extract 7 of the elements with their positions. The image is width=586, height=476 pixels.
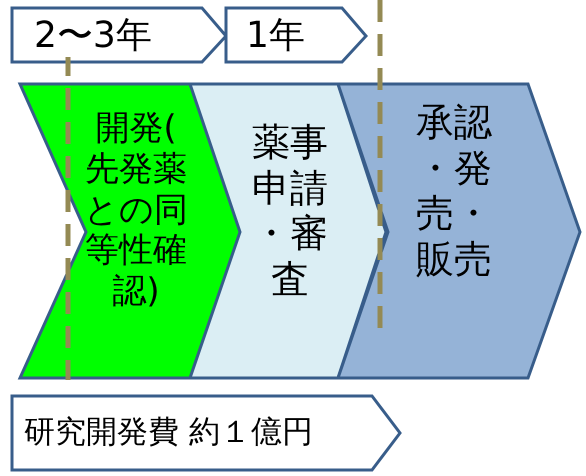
process-step [338,84,582,380]
cost-banner [12,396,402,472]
process-step [20,84,242,380]
period-banner [226,8,368,64]
stage-label: 開発(先発薬との同等性確認) [83,108,189,312]
stage-label: 薬事申請・審査 [251,120,329,302]
stage-label: 承認・発売・販売 [415,100,493,282]
